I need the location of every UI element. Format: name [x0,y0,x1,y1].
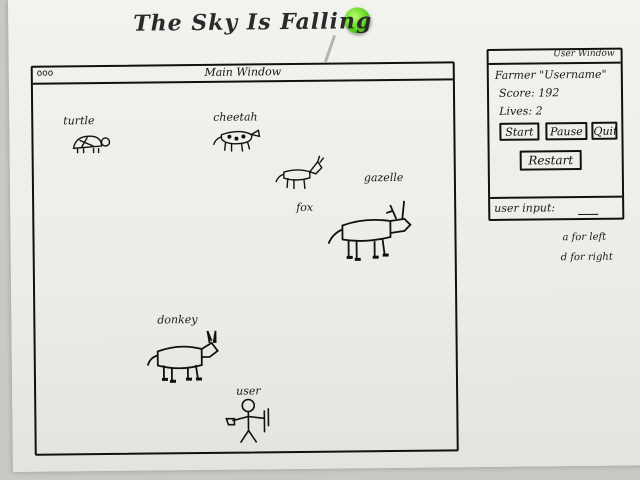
gazelle-icon [327,200,412,261]
lives-display: Lives: 2 [499,104,543,118]
pause-button[interactable]: Pause [545,121,588,141]
pin-shadow [323,34,337,63]
user-input-label: user input: [494,201,556,215]
cheetah-icon [212,129,261,152]
animal-label-turtle: turtle [63,114,95,128]
quit-button[interactable]: Quit [591,121,618,140]
hint-left-key: a for left [562,231,607,244]
score-display: Score: 192 [498,86,560,100]
user-window-divider [490,195,623,199]
hint-right-key: d for right [560,251,613,264]
sketch-paper: The Sky Is Falling ooo Main Window turtl… [8,0,640,472]
restart-button[interactable]: Restart [519,150,582,171]
game-canvas: turtle cheetah [33,80,457,453]
main-window-title: Main Window [204,65,282,79]
user-window: User Window Farmer "Username" Score: 192… [486,47,625,221]
main-window: ooo Main Window turtle cheetah [30,61,459,456]
user-window-title: User Window [553,48,615,60]
animal-label-gazelle: gazelle [363,170,404,185]
start-button[interactable]: Start [499,122,540,141]
animal-label-fox: fox [296,200,314,214]
animal-label-cheetah: cheetah [213,110,258,124]
player-stick-figure-icon[interactable] [222,396,275,449]
turtle-icon [72,135,111,154]
sketch-title: The Sky Is Falling [133,8,373,37]
fox-icon [275,155,325,190]
user-window-titlebar: User Window [488,48,621,65]
donkey-icon [146,330,219,383]
user-input-field[interactable] [578,204,599,216]
farmer-name: Farmer "Username" [494,67,607,82]
